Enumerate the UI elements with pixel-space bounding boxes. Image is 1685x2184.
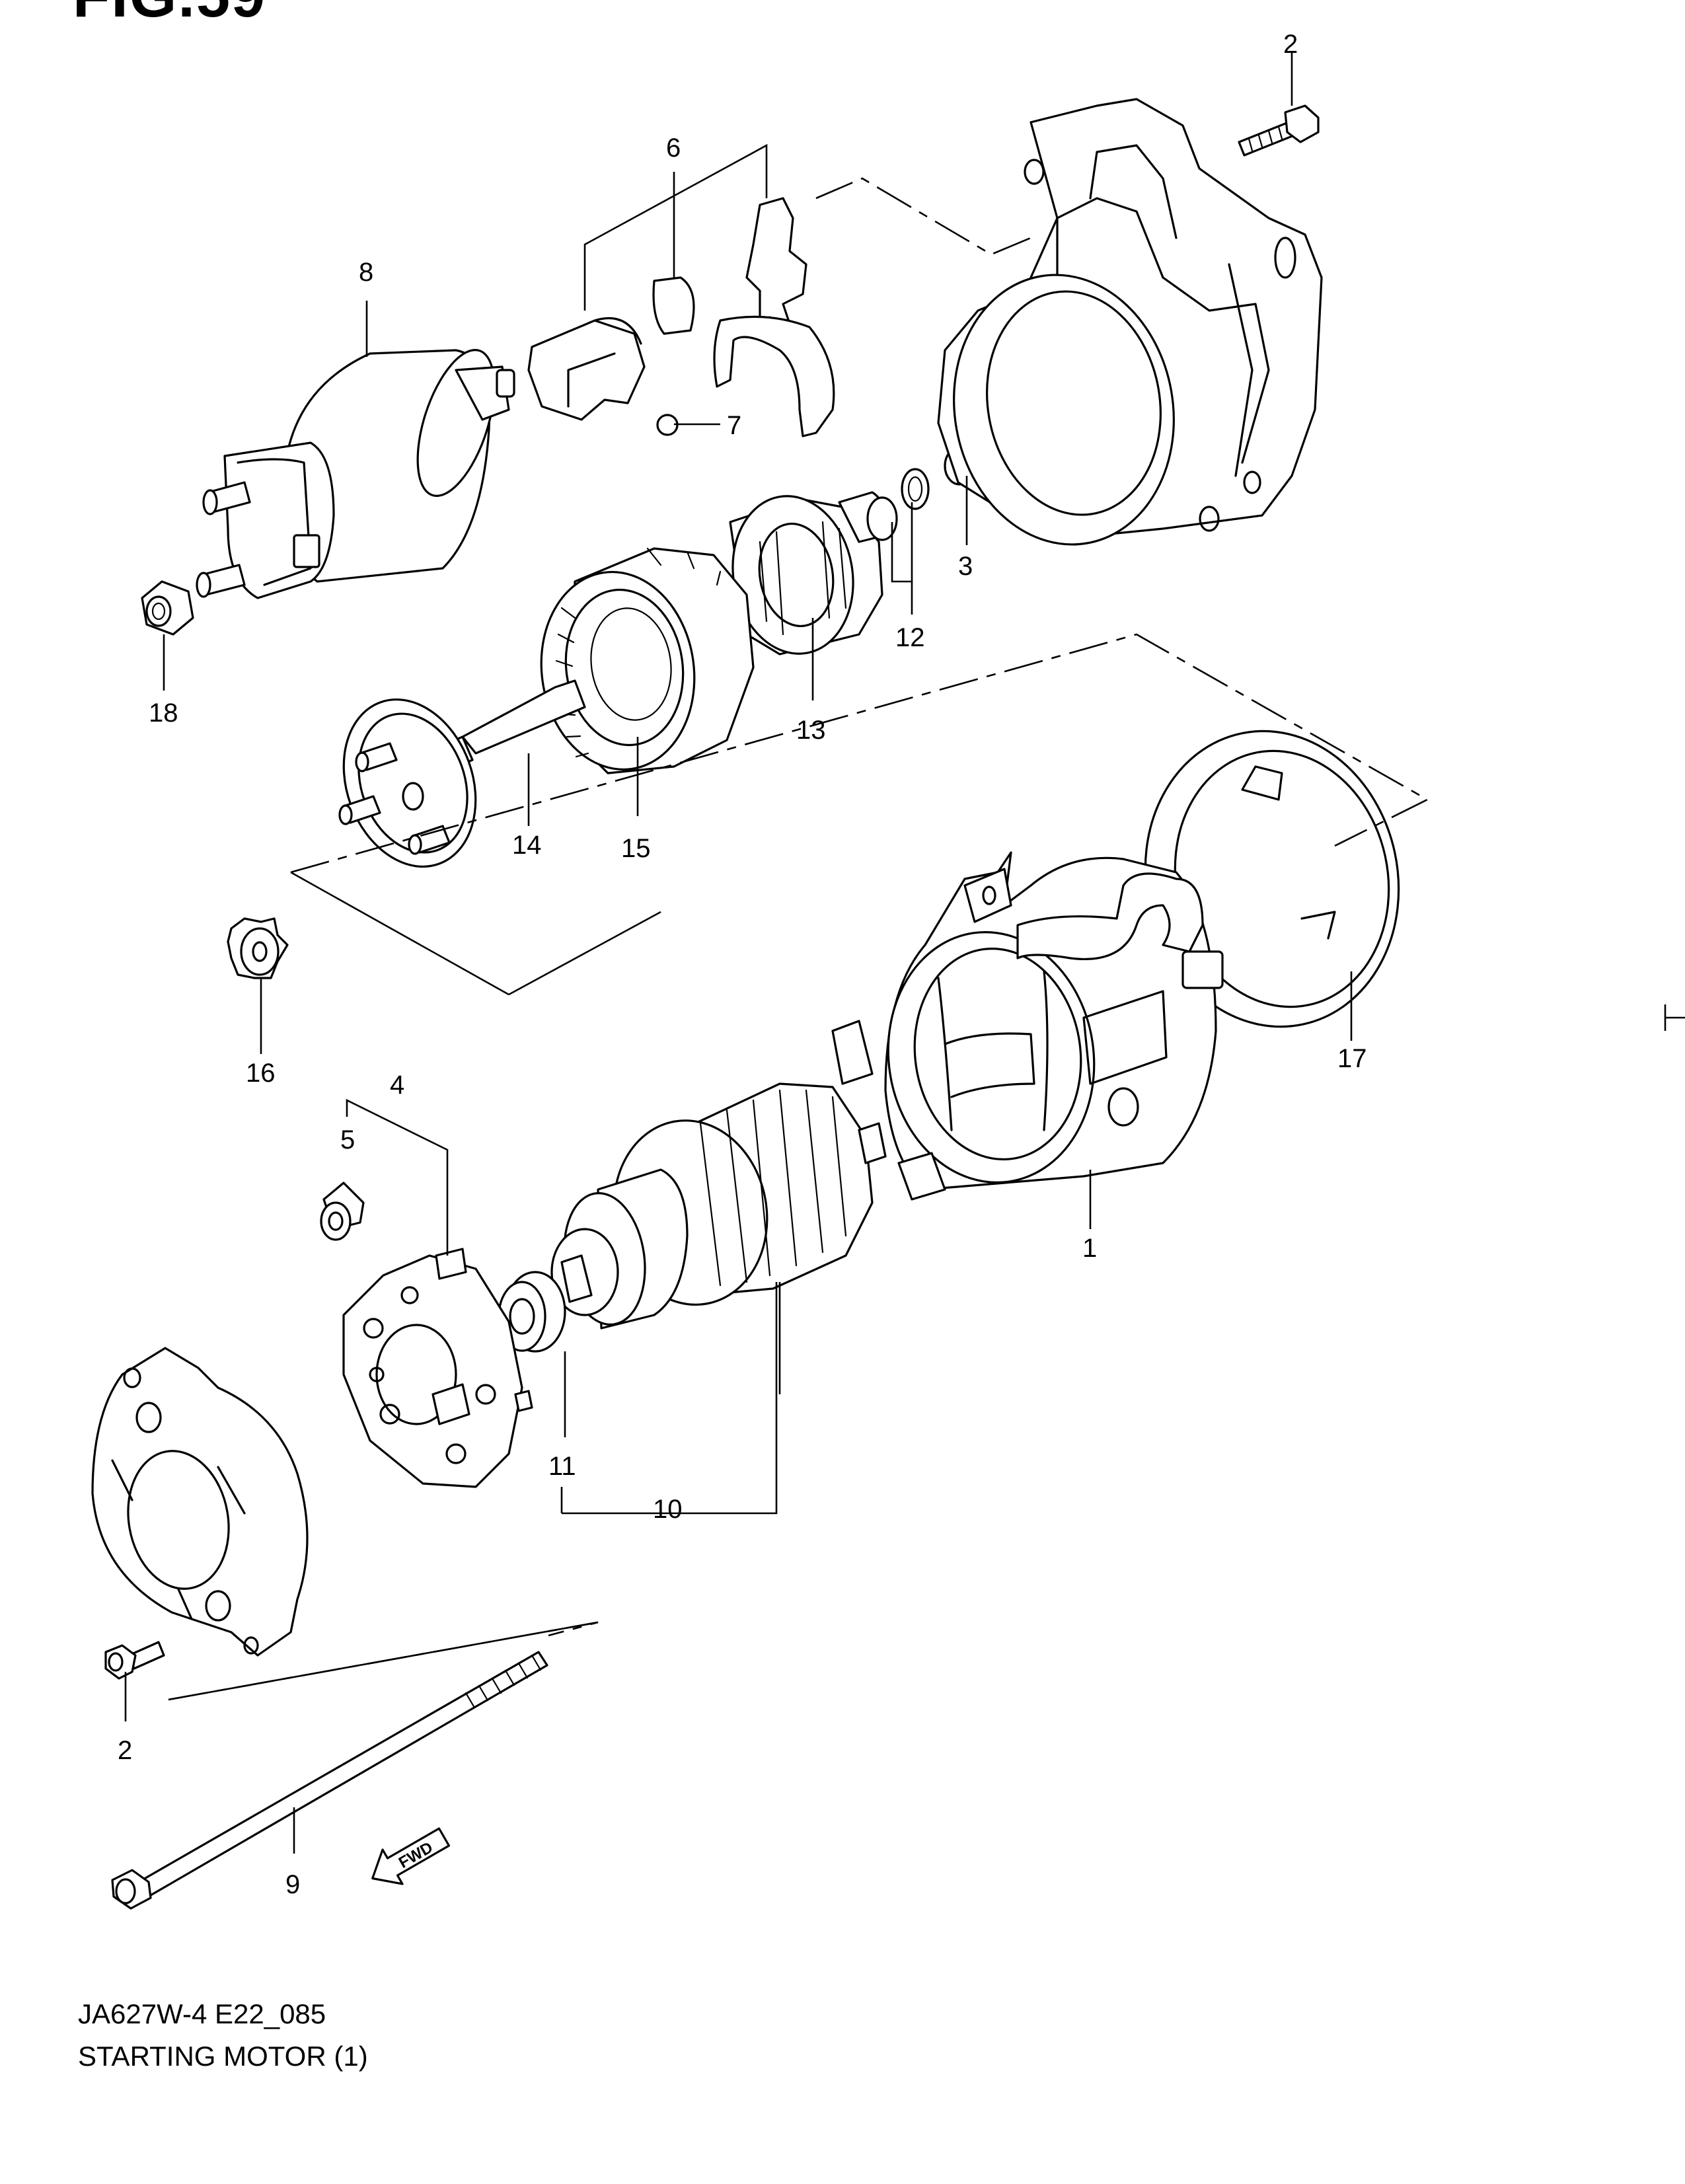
reference-lines (168, 143, 1429, 1701)
fwd-arrow-icon: FWD (371, 1827, 451, 1885)
part-carrier-shaft (338, 679, 586, 868)
callout-labels: 2 6 8 7 3 12 18 13 14 15 16 17 4 5 1 11 … (118, 30, 1367, 1899)
part-rear-end-frame (91, 1347, 309, 1657)
part-ring (901, 468, 930, 510)
drawing-code: JA627W-4 E22_085 (78, 1998, 326, 2029)
callout-14: 14 (512, 831, 542, 860)
drawing-title: STARTING MOTOR (1) (78, 2041, 368, 2072)
part-screw-top (1238, 104, 1320, 157)
callout-8: 8 (359, 258, 373, 287)
leader-lines (124, 53, 1685, 1854)
callout-9: 9 (285, 1870, 300, 1899)
part-brush-holder (320, 1182, 533, 1488)
callout-1: 1 (1082, 1234, 1097, 1263)
part-internal-gear (540, 547, 755, 774)
callout-15: 15 (621, 834, 651, 863)
callout-4: 4 (390, 1071, 404, 1100)
part-armature (550, 1082, 887, 1330)
callout-10: 10 (653, 1495, 683, 1524)
callout-7: 7 (727, 411, 741, 440)
part-pinion (227, 917, 289, 979)
figure-title: FIG.59 (73, 0, 266, 31)
part-overrunning-clutch (729, 491, 898, 656)
part-screw-bottom (104, 1641, 165, 1680)
callout-13: 13 (796, 716, 826, 745)
callout-2-top: 2 (1283, 30, 1298, 59)
part-magnetic-switch (196, 349, 515, 599)
part-through-bolt (111, 1651, 548, 1910)
callout-12: 12 (895, 623, 925, 652)
callout-2-bottom: 2 (118, 1736, 132, 1765)
part-yoke (831, 851, 1224, 1201)
part-front-housing (937, 98, 1323, 546)
callout-5: 5 (340, 1125, 355, 1154)
callout-6: 6 (666, 133, 681, 163)
part-lever-set (527, 197, 835, 437)
callout-17: 17 (1337, 1044, 1367, 1073)
callout-18: 18 (149, 698, 178, 728)
callout-11: 11 (548, 1452, 576, 1481)
part-nut (141, 580, 194, 636)
callout-16: 16 (246, 1059, 276, 1088)
callout-3: 3 (958, 552, 973, 581)
